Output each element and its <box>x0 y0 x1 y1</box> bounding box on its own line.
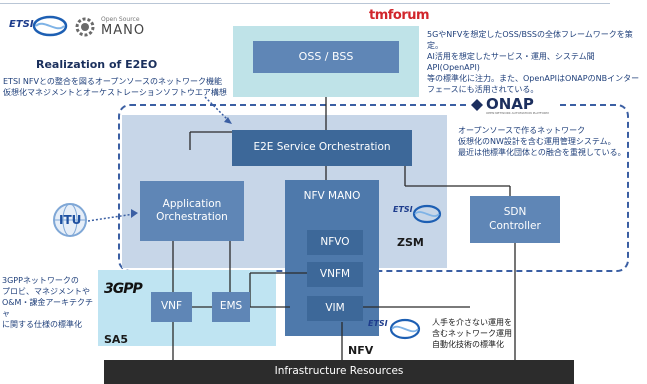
infrastructure-bar: Infrastructure Resources <box>104 360 574 384</box>
nfv-mano-title: NFV MANO <box>303 190 361 202</box>
gpp-note-line: 3GPPネットワークの <box>2 276 79 285</box>
etsi-nfv-note-line: ETSI NFVとの整合を図るオープンソースのネットワーク機能 <box>3 77 223 86</box>
itu-logo-text: ITU <box>59 213 82 227</box>
etsi-nfv-logo-text: ETSI <box>368 319 388 328</box>
oss-bss-box: OSS / BSS <box>253 41 399 73</box>
etsi-swirl-icon <box>32 15 68 37</box>
zsm-note-line: 含むネットワーク運用 <box>432 329 512 338</box>
osm-logo: Open Source MANO <box>74 14 164 42</box>
onap-note: オープンソースで作るネットワーク 仮想化のNW設計を含む運用管理システム。 最近… <box>458 125 643 158</box>
etsi-nfv-note-line: 仮想化マネジメントとオーケストレーションソフトウエア構想 <box>3 88 227 97</box>
onap-chevron-icon <box>471 99 483 111</box>
gpp-note-line: に関する仕様の標準化 <box>2 320 82 329</box>
onap-note-line: 仮想化のNW設計を含む運用管理システム。 <box>458 137 616 146</box>
gpp-logo: 3GPP <box>104 281 143 297</box>
tmforum-note-line: 5GやNFVを想定したOSS/BSSの全体フレームワークを策定。 <box>427 30 633 50</box>
nfvo-box: NFVO <box>307 230 363 255</box>
tmforum-logo: tmforum <box>369 8 430 23</box>
etsi-logo: ETSI <box>9 14 69 40</box>
gpp-note-line: プロビ、マネジメントや <box>2 287 90 296</box>
tmforum-note-line: 等の標準化に注力。また、OpenAPIはONAPのNBインター <box>427 74 640 83</box>
etsi-nfv-logo: ETSI <box>368 315 430 343</box>
e2e-orchestration-box: E2E Service Orchestration <box>232 130 412 166</box>
ems-box: EMS <box>212 292 250 322</box>
app-orchestration-box: Application Orchestration <box>140 181 244 241</box>
tmforum-note-line: AI活用を想定したサービス・運用、システム間API(OpenAPI) <box>427 52 595 72</box>
onap-logo-sub: OPEN NETWORK AUTOMATION PLATFORM <box>486 111 549 115</box>
osm-gear-icon <box>75 17 95 37</box>
etsi-zsm-logo: ETSI <box>393 203 453 229</box>
sdn-controller-box: SDN Controller <box>470 196 560 243</box>
gpp-note-line: O&M・課金アーキテクチャ <box>2 298 93 318</box>
top-rule <box>0 3 610 4</box>
itu-globe-icon <box>53 203 87 237</box>
onap-logo: ONAP OPEN NETWORK AUTOMATION PLATFORM <box>468 94 558 116</box>
onap-note-line: 最近は他標準化団体との融合を重視している。 <box>458 148 626 157</box>
vnf-box: VNF <box>151 292 192 322</box>
gpp-note: 3GPPネットワークの プロビ、マネジメントや O&M・課金アーキテクチャ に関… <box>2 275 98 330</box>
etsi-zsm-logo-text: ETSI <box>393 205 413 214</box>
zsm-note-line: 自動化技術の標準化 <box>432 340 504 349</box>
app-orchestration-line: Orchestration <box>156 211 228 223</box>
vnfm-box: VNFM <box>307 262 363 287</box>
etsi-nfv-note: ETSI NFVとの整合を図るオープンソースのネットワーク機能 仮想化マネジメン… <box>3 76 243 98</box>
sdn-controller-line: Controller <box>489 219 541 232</box>
etsi-logo-text: ETSI <box>9 19 34 30</box>
tmforum-note: 5GやNFVを想定したOSS/BSSの全体フレームワークを策定。 AI活用を想定… <box>427 29 645 95</box>
onap-logo-text: ONAP <box>486 95 534 113</box>
osm-logo-small: Open Source <box>101 16 140 23</box>
app-orchestration-line: Application <box>162 197 222 210</box>
realization-title: Realization of E2EO <box>36 58 158 71</box>
itu-logo: ITU <box>52 202 88 238</box>
osm-logo-big: MANO <box>101 23 146 38</box>
etsi-zsm-swirl-icon <box>412 204 442 224</box>
zsm-label: ZSM <box>397 236 424 249</box>
sdn-controller-line: SDN <box>503 206 527 219</box>
zsm-note: 人手を介さない運用を 含むネットワーク運用 自動化技術の標準化 <box>432 317 542 350</box>
vim-box: VIM <box>307 296 363 321</box>
nfv-label: NFV <box>348 344 374 357</box>
etsi-nfv-swirl-icon <box>389 318 421 340</box>
zsm-note-line: 人手を介さない運用を <box>432 318 512 327</box>
sa5-label: SA5 <box>104 333 129 346</box>
onap-note-line: オープンソースで作るネットワーク <box>458 126 586 135</box>
tmforum-note-line: フェースにも活用されている。 <box>427 85 539 94</box>
